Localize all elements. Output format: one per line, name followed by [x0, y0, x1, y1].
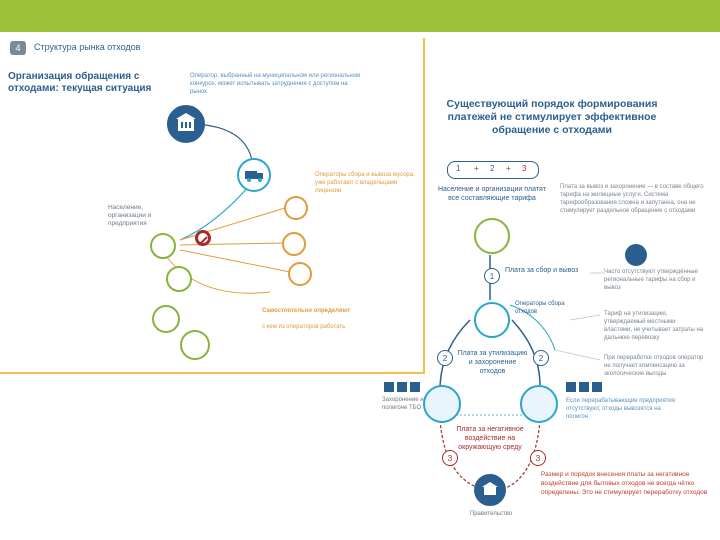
step-number-1: 1 — [484, 268, 500, 284]
section-number-badge: 4 — [10, 41, 26, 55]
office-icon — [152, 305, 180, 333]
prohibited-icon — [195, 230, 211, 246]
step-number-2-left: 2 — [437, 350, 453, 366]
left-panel-frame — [0, 38, 425, 374]
government-icon — [474, 474, 506, 506]
step-number-3-left: 3 — [442, 450, 458, 466]
self-determined: Самостоятельно определяют — [262, 308, 351, 314]
recycle-note: Если перерабатывающие предприятия отсутс… — [566, 398, 676, 420]
arrow-to-collector-3 — [179, 249, 291, 273]
shop-icon — [166, 266, 192, 292]
formula-item-2: 2 — [490, 164, 495, 173]
collectors-text: Операторы сбора и вывоза мусора, уже раб… — [315, 172, 415, 194]
formula-item-3: 3 — [522, 164, 527, 173]
arrow-to-recycle — [511, 319, 541, 386]
self-determined-note: с кем из операторов работать — [262, 324, 346, 330]
operator-text: Оператор, выбранный на муниципальном или… — [190, 73, 361, 95]
garbage-truck-icon — [237, 158, 271, 192]
formula-box: 1 + 2 + 3 — [447, 161, 539, 179]
operators-label: Операторы сбора отходов — [515, 301, 565, 315]
step2b-note: При переработке отходов оператор не полу… — [604, 355, 704, 377]
landfill-label: Захоронение на полигоне ТБО — [382, 397, 427, 411]
government-icon-small — [625, 244, 647, 266]
arrow-to-collector-2 — [179, 242, 284, 246]
landfill-bins — [384, 382, 420, 392]
section-title: Структура рынка отходов — [34, 42, 141, 52]
house-icon-right — [474, 218, 510, 254]
step2-label: Плата за утилизацию и захоронение отходо… — [457, 350, 528, 375]
step3-note: Размер и порядок внесения платы за негат… — [541, 471, 708, 496]
right-title: Существующий порядок формирования платеж… — [446, 98, 658, 136]
step-number-2-right: 2 — [533, 350, 549, 366]
garbage-truck-icon-orange-1 — [284, 196, 308, 220]
population-note: Плата за вывоз и захоронение — в составе… — [560, 184, 704, 214]
authority-label: Правительство — [469, 511, 513, 517]
garbage-truck-icon-orange-3 — [288, 262, 312, 286]
top-accent-bar — [0, 0, 720, 32]
recycle-bins — [566, 382, 602, 392]
landfill-icon — [423, 385, 461, 423]
arrow-truck-to-population — [179, 184, 251, 241]
step-number-3-right: 3 — [530, 450, 546, 466]
population-label-left: Население, организации и предприятия — [108, 204, 152, 227]
garbage-truck-icon-orange-2 — [282, 232, 306, 256]
formula-item-1: 1 — [456, 164, 461, 173]
formula-plus-2: + — [506, 164, 511, 173]
formula-plus-1: + — [474, 164, 479, 173]
left-heading: Организация обращения с отходами: текуща… — [8, 71, 152, 94]
house-icon — [150, 233, 176, 259]
step1-label: Плата за сбор и вывоз — [505, 267, 579, 274]
step3-label: Плата за негативное воздействие на окруж… — [456, 426, 524, 451]
arrow-operator-to-truck — [204, 124, 253, 161]
factory-icon — [180, 330, 210, 360]
step1-note: Часто отсутствуют утверждённые региональ… — [604, 269, 698, 291]
step2-note: Тариф на утилизацию, утверждаемый местны… — [604, 311, 704, 341]
arc-cycle — [509, 304, 556, 351]
arrow-recycle-to-gov — [499, 419, 541, 491]
building-icon — [167, 105, 205, 143]
arrow-self-choice — [164, 254, 271, 294]
population-label-right: Население и организации платят все соста… — [437, 186, 547, 202]
garbage-truck-icon-right — [474, 302, 510, 338]
recycling-plant-icon — [520, 385, 558, 423]
